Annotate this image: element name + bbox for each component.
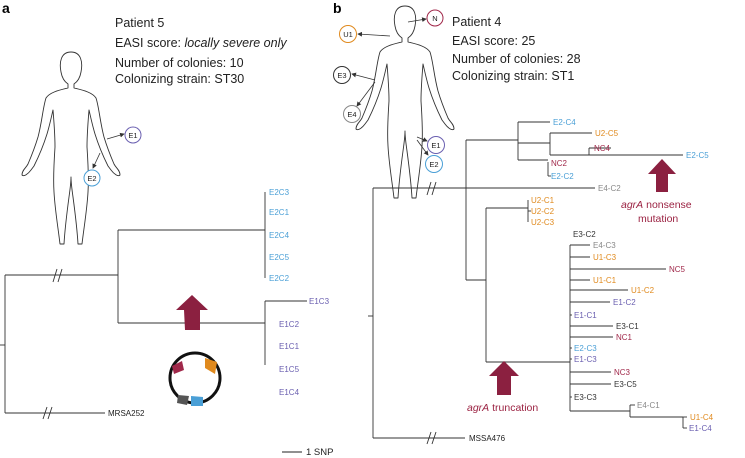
leaf-label: NC5: [669, 265, 686, 274]
plasmid-gene: [205, 358, 217, 374]
leaf-label: U2-C3: [531, 218, 555, 227]
leaf-label: E4-C1: [637, 401, 660, 410]
panel-a: a Patient 5 EASI score: locally severe o…: [0, 0, 330, 420]
patient-5-colonies: Number of colonies: 10: [115, 56, 244, 70]
plasmid-gene: [172, 361, 184, 374]
plasmid-gene: [191, 396, 203, 406]
scale-bar: 1 SNP: [282, 447, 333, 458]
body-site-e2-marker-a: E2: [83, 152, 101, 187]
plasmid-gene: [177, 395, 189, 405]
body-outline-a: [21, 51, 121, 245]
body-site-e2-marker-b: E2: [416, 139, 443, 173]
phylogeny-b: [368, 121, 687, 439]
patient-4-easi: EASI score: 25: [452, 34, 535, 48]
leaf-label: NC4: [594, 144, 611, 153]
body-site-n-marker: N: [407, 9, 444, 27]
leaf-label: NC1: [616, 333, 633, 342]
leaf-label: E2-C5: [686, 151, 709, 160]
leaf-label: E3-C3: [574, 393, 597, 402]
patient-5-title: Patient 5: [115, 16, 164, 30]
patient-4-colonies: Number of colonies: 28: [452, 52, 581, 66]
leaf-label: E2C5: [269, 253, 290, 262]
patient-4-info: Patient 4 EASI score: 25 Number of colon…: [452, 15, 581, 83]
leaf-label: E2C4: [269, 231, 290, 240]
leaf-label: E2-C2: [551, 172, 574, 181]
leaf-label: NC3: [614, 368, 631, 377]
leaf-label: E1C3: [309, 297, 330, 306]
svg-text:E1: E1: [128, 131, 137, 140]
svg-text:E4: E4: [347, 110, 356, 119]
svg-text:E3: E3: [337, 71, 346, 80]
svg-text:U1: U1: [343, 30, 353, 39]
body-site-e4-marker: E4: [343, 81, 376, 123]
leaf-label: E4-C3: [593, 241, 616, 250]
leaf-label: E3-C1: [616, 322, 639, 331]
leaf-label: E1C5: [279, 365, 300, 374]
leaf-label: E2C1: [269, 208, 290, 217]
nonsense-annotation: agrA nonsense: [621, 199, 692, 211]
leaf-label: U2-C5: [595, 129, 619, 138]
patient-4-strain: Colonizing strain: ST1: [452, 69, 574, 83]
nonsense-arrow: [648, 159, 676, 192]
svg-text:E2: E2: [87, 174, 96, 183]
scale-bar-label: 1 SNP: [306, 447, 333, 458]
truncation-annotation: agrA truncation: [467, 402, 538, 414]
leaf-label: E2-C4: [553, 118, 576, 127]
leaf-label: U1-C2: [631, 286, 655, 295]
leaf-label: E1-C1: [574, 311, 597, 320]
leaf-label: E1C1: [279, 342, 300, 351]
svg-text:N: N: [432, 14, 437, 23]
truncation-arrow: [489, 361, 519, 395]
leaf-label: E2C2: [269, 274, 290, 283]
leaf-label: E1-C4: [689, 424, 712, 433]
leaf-label: E3-C2: [573, 230, 596, 239]
leaf-label: E3-C5: [614, 380, 637, 389]
leaves-b: E2-C4U2-C5NC4E2-C5NC2E2-C2E4-C2U2-C1U2-C…: [531, 118, 714, 433]
phylogeny-a: [0, 192, 307, 414]
leaf-label: E1C4: [279, 388, 300, 397]
leaf-label: E1-C2: [613, 298, 636, 307]
patient-5-strain: Colonizing strain: ST30: [115, 72, 244, 86]
leaf-label: E2-C3: [574, 344, 597, 353]
outgroup-mrsa252: MRSA252: [108, 409, 145, 418]
break-marks-a: [42, 268, 63, 420]
leaf-label: U1-C3: [593, 253, 617, 262]
patient-5-easi: EASI score: locally severe only: [115, 36, 287, 50]
patient-5-info: Patient 5 EASI score: locally severe onl…: [115, 16, 287, 86]
patient-4-title: Patient 4: [452, 15, 501, 29]
break-marks-b: [426, 181, 437, 445]
leaf-label: E2C3: [269, 188, 290, 197]
nonsense-annotation-line2: mutation: [638, 213, 678, 225]
leaf-label: U2-C1: [531, 196, 555, 205]
leaf-label: E4-C2: [598, 184, 621, 193]
svg-text:E1: E1: [431, 141, 440, 150]
panel-b-label: b: [333, 0, 342, 16]
svg-text:E2: E2: [429, 160, 438, 169]
panel-a-label: a: [2, 0, 10, 16]
panel-b: b Patient 4 EASI score: 25 Number of col…: [333, 0, 714, 445]
leaf-label: NC2: [551, 159, 568, 168]
body-site-u1-marker: U1: [339, 25, 391, 43]
body-outline-b: [355, 5, 455, 199]
outgroup-mssa476: MSSA476: [469, 434, 506, 443]
body-site-e1-marker-b: E1: [416, 136, 445, 154]
leaf-label: U1-C1: [593, 276, 617, 285]
body-site-e3-marker: E3: [333, 66, 376, 84]
body-site-e1-marker-a: E1: [106, 126, 142, 144]
leaf-label: U2-C2: [531, 207, 555, 216]
plasmid-arrow-a: [176, 295, 208, 330]
leaf-label: E1C2: [279, 320, 300, 329]
leaf-label: U1-C4: [690, 413, 714, 422]
plasmid-icon: [168, 351, 222, 406]
leaf-label: E1-C3: [574, 355, 597, 364]
